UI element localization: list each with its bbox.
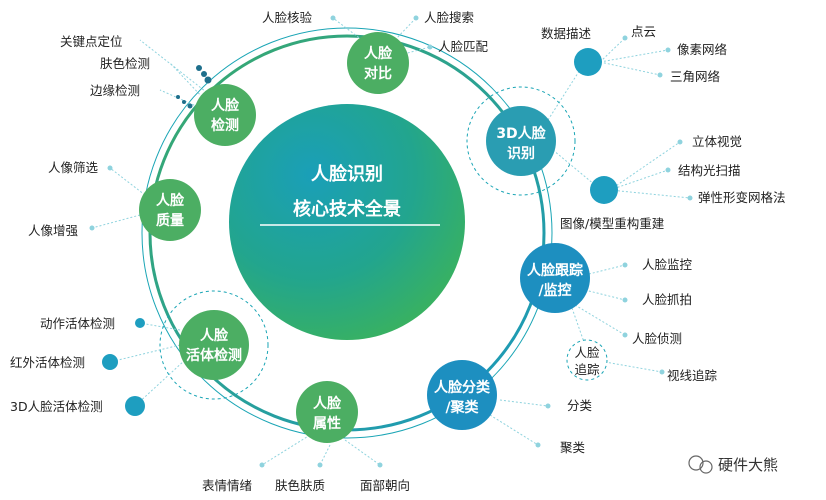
- node-jiance-line1: 人脸: [211, 97, 240, 114]
- node-huoti[interactable]: 人脸 活体检测: [179, 310, 249, 380]
- node-tuxiang-dot: [590, 176, 618, 204]
- label-tuxiang: 图像/模型重构重建: [560, 216, 665, 231]
- node-duibi[interactable]: 人脸 对比: [347, 32, 409, 94]
- halo-huoti: [159, 290, 269, 400]
- label-dongzuo: 动作活体检测: [40, 316, 115, 331]
- node-3d[interactable]: 3D人脸 识别: [486, 106, 556, 176]
- node-fenlei-line1: 人脸分类: [434, 379, 491, 396]
- label-mianbu: 面部朝向: [360, 478, 410, 493]
- node-jiance-line2: 检测: [211, 117, 239, 134]
- label-fenlei: 分类: [567, 398, 593, 413]
- node-zhiliang[interactable]: 人脸 质量: [139, 179, 201, 241]
- label-sanjiao: 三角网络: [670, 69, 721, 84]
- halo-3d: [466, 86, 576, 196]
- label-dots: [89, 15, 693, 468]
- label-jiankong: 人脸监控: [642, 257, 693, 272]
- dot-hongwai: [102, 354, 118, 370]
- label-julei: 聚类: [560, 440, 586, 455]
- node-zhiliang-line1: 人脸: [156, 192, 185, 209]
- label-zhuapai: 人脸抓拍: [642, 292, 692, 307]
- node-zhiliang-line2: 质量: [156, 212, 184, 229]
- label-hongwai: 红外活体检测: [10, 355, 85, 370]
- label-pipei: 人脸匹配: [438, 39, 489, 54]
- node-genzong[interactable]: 人脸跟踪 /监控: [520, 243, 590, 313]
- label-fuse: 肤色检测: [100, 56, 150, 71]
- node-shuxing-line1: 人脸: [313, 395, 342, 412]
- label-zhence: 人脸侦测: [632, 331, 682, 346]
- label-zengqiang: 人像增强: [28, 223, 79, 238]
- node-zhuizong-line1: 人脸: [574, 345, 600, 360]
- node-3d-line2: 识别: [507, 146, 535, 162]
- dot-dongzuo: [135, 318, 145, 328]
- watermark-text: 硬件大熊: [718, 456, 778, 474]
- node-fenlei[interactable]: 人脸分类 /聚类: [427, 360, 497, 430]
- label-liti: 立体视觉: [692, 134, 742, 149]
- node-fenlei-line2: /聚类: [445, 399, 479, 416]
- dot-3d-huoti: [125, 396, 145, 416]
- halo-zhuizong: [566, 339, 608, 381]
- center-title: 人脸识别: [311, 163, 383, 185]
- label-guanjiandian: 关键点定位: [60, 34, 123, 49]
- label-3d-huoti: 3D人脸活体检测: [10, 399, 103, 414]
- node-shuju-dot: [574, 48, 602, 76]
- label-tanxing: 弹性形变网格法: [698, 190, 786, 205]
- outer-ring-thin: [141, 27, 553, 439]
- node-3d-line1: 3D人脸: [496, 125, 546, 142]
- node-duibi-line1: 人脸: [364, 45, 393, 62]
- node-genzong-line2: /监控: [538, 282, 571, 299]
- node-duibi-line2: 对比: [364, 65, 392, 82]
- label-biaoqing: 表情情绪: [202, 478, 252, 493]
- label-shuju: 数据描述: [541, 26, 592, 41]
- label-xiangsu: 像素网络: [677, 42, 728, 57]
- node-shuxing-line2: 属性: [313, 415, 341, 432]
- node-huoti-line1: 人脸: [200, 327, 229, 344]
- node-jiance[interactable]: 人脸 检测: [194, 84, 256, 146]
- node-zhuizong-line2: 追踪: [574, 362, 600, 377]
- center-circle: [229, 104, 465, 340]
- label-dianyun: 点云: [631, 24, 656, 39]
- label-shaixuan: 人像筛选: [48, 160, 99, 175]
- label-sousuo: 人脸搜索: [424, 10, 474, 25]
- watermark: 硬件大熊: [688, 455, 778, 474]
- label-bianyuan: 边缘检测: [90, 83, 140, 98]
- node-shuxing[interactable]: 人脸 属性: [296, 381, 358, 443]
- node-genzong-line1: 人脸跟踪: [527, 262, 583, 279]
- label-fuse-fuzhi: 肤色肤质: [275, 478, 325, 493]
- label-jiegou: 结构光扫描: [678, 163, 741, 178]
- node-huoti-line2: 活体检测: [186, 347, 242, 364]
- label-hejian: 人脸核验: [262, 10, 313, 25]
- label-shixian: 视线追踪: [667, 368, 718, 383]
- detection-dots: [176, 65, 212, 109]
- center-subtitle: 核心技术全景: [293, 198, 401, 220]
